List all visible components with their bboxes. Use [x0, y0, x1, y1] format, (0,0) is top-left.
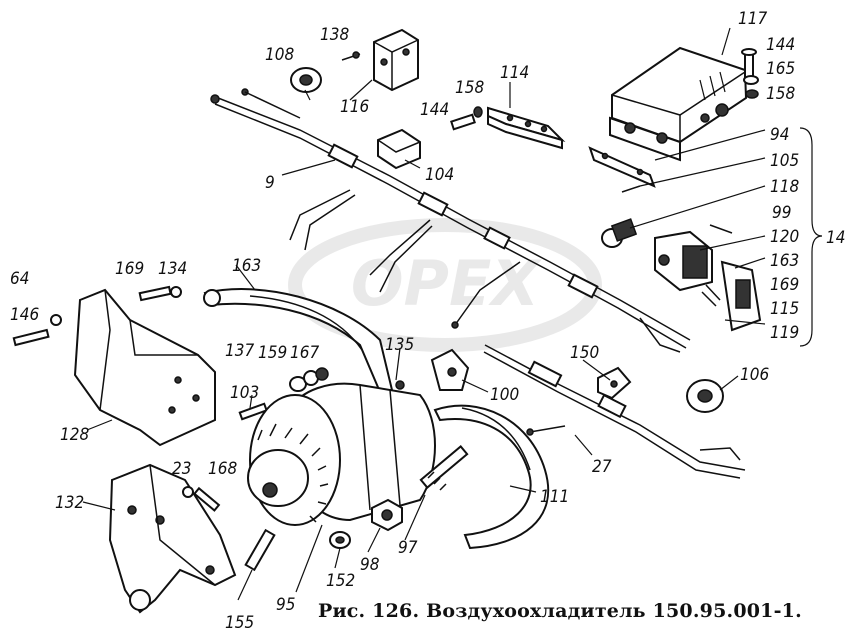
- figure-caption: Рис. 126. Воздухоохладитель 150.95.001-1…: [318, 600, 802, 622]
- part-169-nut-a: [170, 286, 182, 298]
- part-108-bushing: [290, 67, 322, 93]
- part-27-mounting-bracket: [73, 288, 216, 447]
- label-159: 137: [225, 341, 254, 361]
- label-98: 152: [326, 571, 355, 591]
- part-9-wiring-harness: [210, 88, 691, 353]
- part-155-nut: [371, 498, 403, 532]
- part-106-clamp: [597, 366, 632, 400]
- label-134: 169: [115, 259, 144, 279]
- label-169-mid: 134: [158, 259, 187, 279]
- label-120: 120: [770, 227, 799, 247]
- label-155: 98: [360, 555, 380, 575]
- label-169-left: 64: [10, 269, 29, 289]
- label-158-mid: 158: [455, 78, 484, 98]
- part-134-bolt: [138, 285, 172, 302]
- label-117: 117: [738, 9, 767, 29]
- part-158-washer: [473, 106, 483, 118]
- part-128-bolt: [238, 402, 268, 421]
- part-100-grommet: [686, 379, 724, 413]
- part-104-clamp: [377, 128, 421, 170]
- part-115-alternator: [247, 380, 436, 526]
- part-98-washer: [329, 531, 351, 549]
- part-labels: 117 138 144 108 165 158 114 158 144 116 …: [10, 9, 845, 633]
- label-14: 14: [826, 228, 845, 248]
- label-111: 132: [55, 493, 84, 513]
- label-158-top: 158: [766, 84, 795, 104]
- label-105: 105: [770, 151, 799, 171]
- label-27: 128: [60, 425, 89, 445]
- label-103: 100: [490, 385, 519, 405]
- part-159-167-150-washers: [289, 367, 329, 392]
- part-96-bolt: [244, 528, 276, 572]
- label-118: 118: [770, 177, 799, 197]
- label-150: 167: [290, 343, 319, 363]
- part-119-terminal-block: [701, 260, 762, 332]
- part-105-screw: [621, 185, 641, 193]
- part-114-bracket: [487, 106, 566, 150]
- label-116: 116: [340, 97, 369, 117]
- label-100: 106: [740, 365, 769, 385]
- label-97: 111: [540, 487, 569, 507]
- leader-lines: [82, 27, 766, 601]
- label-104: 104: [425, 165, 454, 185]
- label-95: 97: [398, 538, 418, 558]
- group-14-brace: [799, 127, 823, 347]
- part-23-wire: [483, 344, 746, 479]
- label-64: 163: [232, 256, 261, 276]
- label-137: 119: [770, 323, 799, 343]
- part-135-bolt: [12, 328, 50, 347]
- label-114: 114: [500, 63, 529, 83]
- label-167: 159: [258, 343, 287, 363]
- label-94: 94: [770, 125, 789, 145]
- label-128: 103: [230, 383, 259, 403]
- part-111-lower-bracket: [108, 463, 237, 614]
- label-99: 99: [772, 203, 791, 223]
- part-138-screw: [341, 51, 361, 61]
- label-132: 168: [208, 459, 237, 479]
- part-144-165-158-fasteners: [741, 48, 759, 99]
- part-116-connector: [373, 28, 419, 92]
- part-117-regulator-box: [609, 46, 748, 162]
- label-163: 163: [770, 251, 799, 271]
- part-99-screw: [709, 224, 733, 234]
- label-168: 23: [172, 459, 191, 479]
- part-144-bolt: [450, 113, 476, 131]
- label-138: 138: [320, 25, 349, 45]
- label-146: 169: [770, 275, 799, 295]
- label-135: 146: [10, 305, 39, 325]
- part-103-clamp: [430, 348, 470, 391]
- label-9: 9: [265, 173, 275, 193]
- part-169-nut-b: [50, 314, 62, 326]
- part-97-belt-guard: [433, 404, 550, 550]
- part-168-washer: [182, 486, 194, 498]
- label-115: 135: [385, 335, 414, 355]
- part-132-bolt: [193, 486, 221, 512]
- label-119: 115: [770, 299, 799, 319]
- label-144-mid: 144: [420, 100, 449, 120]
- label-165: 165: [766, 59, 795, 79]
- label-152: 95: [276, 595, 295, 615]
- part-94-strip: [588, 146, 656, 188]
- part-95-bolt: [419, 445, 469, 491]
- label-23: 27: [592, 457, 612, 477]
- label-108: 108: [265, 45, 294, 65]
- label-96: 155: [225, 613, 254, 633]
- part-118-plug: [601, 218, 638, 248]
- label-106: 150: [570, 343, 599, 363]
- part-120-relay: [654, 230, 713, 292]
- watermark-text: OPEX: [351, 247, 542, 320]
- label-144-top: 144: [766, 35, 795, 55]
